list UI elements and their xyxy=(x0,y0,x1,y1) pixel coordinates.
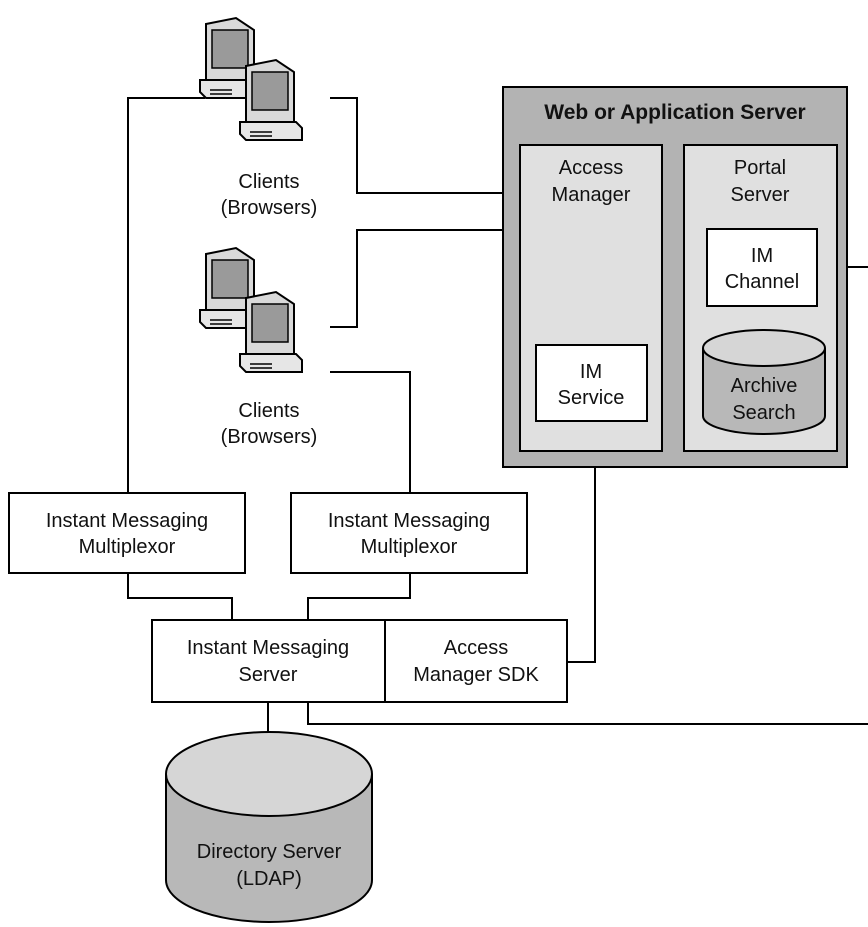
clients-bottom: Clients (Browsers) xyxy=(199,247,318,448)
archive-search-cylinder xyxy=(702,329,826,435)
im-channel-label: IM xyxy=(751,245,773,267)
multiplexor-right-box xyxy=(290,492,528,574)
portal-server-sublabel: Server xyxy=(731,184,790,206)
am-sdk-box xyxy=(384,619,568,703)
computer-icon xyxy=(239,291,303,373)
multiplexor-left-label: Instant Messaging xyxy=(46,510,208,532)
access-manager-sublabel: Manager xyxy=(552,184,631,206)
portal-server-label: Portal xyxy=(734,157,786,179)
im-channel-sublabel: Channel xyxy=(725,271,800,293)
directory-server-label: Directory Server xyxy=(197,841,342,863)
multiplexor-right-label: Instant Messaging xyxy=(328,510,490,532)
clients-sublabel: (Browsers) xyxy=(221,426,318,448)
im-server-box xyxy=(151,619,386,703)
im-server-sublabel: Server xyxy=(239,664,298,686)
clients-top: Clients (Browsers) xyxy=(199,17,318,219)
directory-server-sublabel: (LDAP) xyxy=(236,868,302,890)
im-service-label: IM xyxy=(580,361,602,383)
directory-server-cylinder xyxy=(165,731,373,923)
app-server-group: Web or Application Server Access Manager… xyxy=(502,86,848,468)
archive-search-sublabel: Search xyxy=(732,402,795,424)
am-sdk-sublabel: Manager SDK xyxy=(413,664,539,686)
am-sdk-label: Access xyxy=(444,637,508,659)
computer-icon xyxy=(239,59,303,141)
im-service-box xyxy=(535,344,648,422)
multiplexor-right-sublabel: Multiplexor xyxy=(361,536,458,558)
access-manager-label: Access xyxy=(559,157,623,179)
im-service-sublabel: Service xyxy=(558,387,625,409)
clients-label: Clients xyxy=(238,171,299,193)
clients-sublabel: (Browsers) xyxy=(221,197,318,219)
app-server-title: Web or Application Server xyxy=(544,101,805,124)
archive-search-label: Archive xyxy=(731,375,798,397)
im-server-label: Instant Messaging xyxy=(187,637,349,659)
multiplexor-left-sublabel: Multiplexor xyxy=(79,536,176,558)
im-channel-box xyxy=(706,228,818,307)
clients-label: Clients xyxy=(238,400,299,422)
multiplexor-left-box xyxy=(8,492,246,574)
